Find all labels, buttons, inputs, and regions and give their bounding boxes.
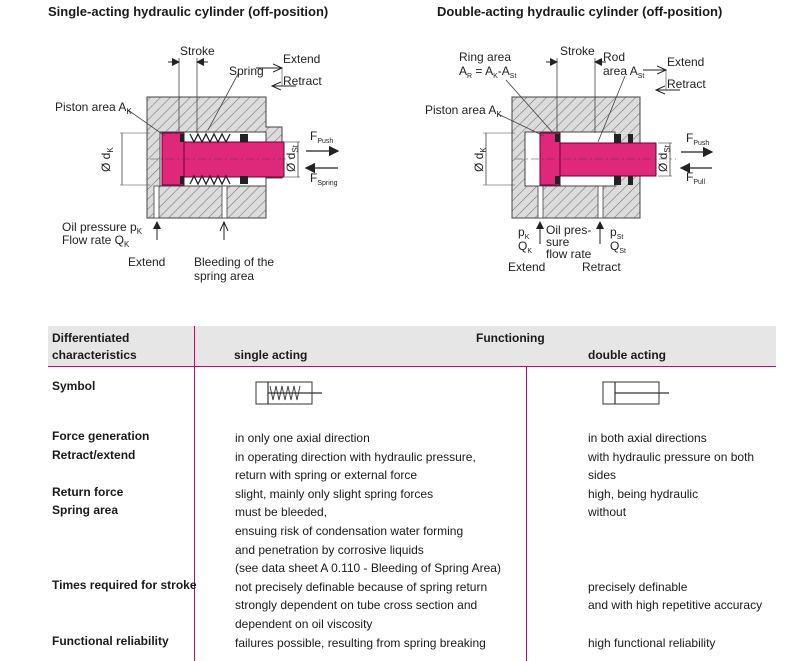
right-bottom-extend-label: Extend	[508, 260, 545, 274]
right-figure-title: Double-acting hydraulic cylinder (off-po…	[437, 4, 723, 19]
double-acting-symbol	[602, 381, 669, 405]
single-acting-cell: ensuing risk of condensation water formi…	[235, 524, 464, 538]
header-characteristics: Differentiated characteristics	[52, 331, 137, 362]
double-acting-cell: with hydraulic pressure on both sides	[588, 449, 755, 483]
cylinder-diagrams: Stroke Extend Retract Spring Piston area…	[55, 44, 714, 283]
right-oil-label-1: Oil pres-	[546, 223, 591, 237]
single-acting-cell: not precisely definable because of sprin…	[235, 579, 488, 594]
single-acting-cell: in only one axial direction	[235, 431, 370, 445]
single-acting-cell: strongly dependent on tube cross section…	[235, 598, 478, 613]
right-retract-label: Retract	[667, 77, 706, 91]
right-bottom-retract-label: Retract	[582, 260, 621, 274]
single-acting-cylinder	[120, 58, 340, 240]
single-acting-cell: in operating direction with hydraulic pr…	[235, 449, 476, 464]
double-acting-cell: and with high repetitive accuracy	[588, 598, 763, 613]
left-f-spring-label: FSpring	[310, 171, 338, 187]
right-f-pull-label: FPull	[686, 170, 705, 186]
double-acting-cell: without	[588, 505, 627, 520]
row-label: Times required for stroke	[52, 577, 197, 592]
left-dk-label: Ø dK	[99, 147, 115, 172]
double-acting-cell: precisely definable	[588, 579, 688, 594]
row-label: Force generation	[52, 429, 150, 443]
left-piston-area-label: Piston area AK	[55, 100, 132, 116]
header-divider	[48, 366, 776, 367]
right-ring-area-label: Ring area	[459, 50, 511, 64]
left-piston-rod	[183, 141, 285, 178]
right-oil-label-3: flow rate	[546, 247, 592, 261]
left-bleeding-label-1: Bleeding of the	[194, 255, 274, 269]
right-rod-area-label: area ASt	[603, 64, 644, 80]
right-qst-label: QSt	[610, 239, 626, 255]
single-acting-cell: return with spring or external force	[235, 468, 418, 483]
single-acting-cell: failures possible, resulting from spring…	[235, 635, 486, 650]
left-stroke-label: Stroke	[180, 44, 215, 58]
right-ring-formula: AR = AK-ASt	[459, 64, 516, 80]
single-acting-cell: dependent on oil viscosity	[235, 617, 373, 631]
left-figure-title: Single-acting hydraulic cylinder (off-po…	[48, 4, 329, 19]
double-acting-cylinder	[483, 58, 714, 244]
single-acting-cell: (see data sheet A 0.110 - Bleeding of Sp…	[235, 561, 501, 576]
row-label: Retract/extend	[52, 447, 136, 462]
single-acting-cell: slight, mainly only slight spring forces	[235, 486, 434, 501]
header-double-acting: double acting	[588, 348, 666, 362]
double-acting-cell: high, being hydraulic	[588, 486, 699, 501]
single-acting-cell: and penetration by corrosive liquids	[235, 542, 424, 557]
right-piston-rod	[559, 142, 657, 177]
left-oil-pressure-label: Oil pressure pK	[62, 220, 143, 236]
right-pst-label: pSt	[610, 225, 623, 241]
single-acting-cell: must be bleeded,	[235, 505, 328, 520]
left-flow-rate-label: Flow rate QK	[62, 233, 130, 249]
right-ds-label: Ø dSt	[656, 144, 672, 172]
left-retract-label: Retract	[283, 74, 322, 88]
left-extend-label: Extend	[283, 52, 320, 66]
header-single-acting: single acting	[234, 348, 308, 362]
left-f-push-label: FPush	[310, 129, 333, 145]
right-extend-label: Extend	[667, 55, 704, 69]
row-label: Functional reliability	[52, 633, 169, 648]
right-dk-label: Ø dK	[472, 147, 488, 172]
right-pk-label: pK	[518, 225, 530, 241]
table-header: Differentiated characteristics Functioni…	[48, 326, 776, 366]
single-acting-symbol	[255, 381, 322, 405]
right-rod-label: Rod	[603, 50, 625, 64]
left-spring	[189, 132, 231, 186]
header-functioning: Functioning	[476, 331, 545, 345]
comparison-table: Differentiated characteristics Functioni…	[48, 326, 776, 661]
right-oil-label-2: sure	[546, 235, 570, 249]
left-bottom-extend-label: Extend	[128, 255, 165, 269]
left-spring-label: Spring	[229, 64, 264, 78]
right-qk-label: QK	[518, 239, 532, 255]
row-label: Spring area	[52, 503, 119, 518]
row-label: Return force	[52, 484, 124, 499]
row-label-symbol: Symbol	[52, 379, 96, 393]
right-piston-area-label: Piston area AK	[425, 103, 502, 119]
right-f-push-label: FPush	[686, 131, 709, 147]
right-stroke-label: Stroke	[560, 44, 595, 58]
left-bleeding-label-2: spring area	[194, 269, 254, 283]
left-ds-label: Ø dSt	[284, 144, 300, 172]
column-divider-2	[526, 367, 527, 661]
double-acting-cell: high functional reliability	[588, 635, 716, 650]
double-acting-cell: in both axial directions	[588, 431, 707, 445]
column-divider-1	[194, 326, 195, 661]
